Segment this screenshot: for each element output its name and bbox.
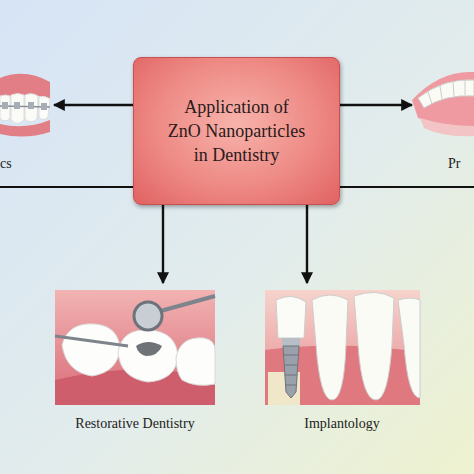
braces-illustration-part [0,95,10,121]
restorative-illustration-part [62,324,120,376]
application-label: Restorative Dentistry [55,415,215,433]
implant-illustration-part [312,295,348,400]
arrow-connector [340,104,412,106]
braces-illustration-part [0,120,50,137]
implant-illustration-part [276,296,306,338]
arrow-connector [306,205,308,283]
application-panel: Restorative Dentistry [55,283,215,433]
restorative-illustration-part [55,336,128,346]
restorative-illustration-part [134,302,162,330]
implant-illustration-part [283,346,299,398]
implant-illustration-part [284,365,298,366]
implant-illustration [265,290,420,405]
implant-illustration-part [283,355,299,356]
restorative-illustration-part [118,330,178,382]
arrow-connector [54,104,133,106]
braces-illustration-part [2,102,8,109]
denture-illustration-part [465,80,466,95]
braces-illustration-part [28,102,34,109]
braces-illustration-part [41,103,47,110]
braces-illustration-part [39,96,50,119]
application-panel: cs [0,55,54,173]
arrow-connector [162,205,164,283]
denture-illustration-part [428,92,432,104]
implant-illustration-part [354,292,394,400]
denture-illustration-part [420,118,474,136]
topic-title: Application of ZnO Nanoparticles in Dent… [167,95,307,167]
denture-illustration-part [412,72,474,130]
application-label: Pr [412,155,474,173]
restorative-illustration-part [55,290,215,405]
restorative-illustration-part [136,342,162,356]
restorative-illustration [55,290,215,405]
implant-illustration-part [286,385,296,386]
braces-illustration-part [14,102,20,109]
application-panel: Pr [412,55,474,173]
divider-lines-part [340,186,474,188]
braces-illustration-part [0,74,50,98]
denture-illustration-part [453,82,454,96]
denture-illustration [412,72,474,136]
restorative-illustration-part [176,338,215,386]
braces-illustration-part [25,94,38,122]
application-label: Implantology [262,415,422,433]
implant-illustration-part [265,290,420,405]
implant-illustration-part [285,375,297,376]
denture-illustration-part [418,80,474,108]
restorative-illustration-part [157,296,215,312]
braces-illustration-part [11,94,24,124]
application-label: cs [0,155,54,173]
application-panel: Implantology [262,283,422,433]
braces-illustration [0,74,50,137]
topic-box: Application of ZnO Nanoparticles in Dent… [133,57,340,205]
denture-illustration-part [440,86,442,99]
implant-illustration-part [398,298,420,398]
divider-lines-part [0,186,134,188]
implant-illustration-part [282,338,300,346]
